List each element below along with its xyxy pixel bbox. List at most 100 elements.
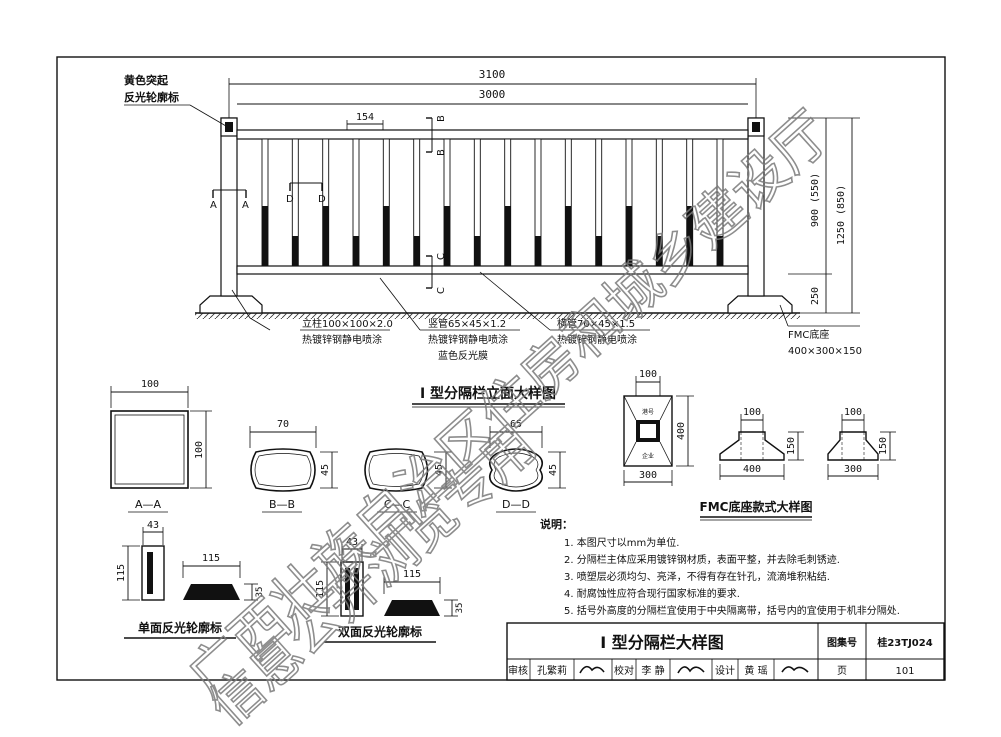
reflective-film xyxy=(262,206,268,266)
reflective-film xyxy=(504,206,511,266)
reflective-film xyxy=(595,236,602,266)
drawing-title: I 型分隔栏大样图 xyxy=(600,633,724,652)
reflective-film xyxy=(292,236,299,266)
section-d-d: 65 45 D—D xyxy=(488,419,566,513)
section-a-a: 100 100 A—A xyxy=(110,379,212,513)
post-label-1: 立柱100×100×2.0 xyxy=(302,317,393,330)
svg-text:45: 45 xyxy=(434,464,445,476)
base-label-2: 400×300×150 xyxy=(788,346,862,357)
reflective-film xyxy=(626,206,632,266)
section-c-profile xyxy=(364,448,429,492)
page-number: 101 xyxy=(895,666,914,677)
section-d-label: D—D xyxy=(502,498,530,511)
dim-inner: 3000 xyxy=(479,88,506,101)
svg-text:100: 100 xyxy=(639,369,657,380)
bottom-rail xyxy=(236,265,749,275)
page-label: 页 xyxy=(837,665,847,677)
section-b-b: 70 45 B—B xyxy=(249,419,338,513)
fmc-elevation-300: 100 150 300 xyxy=(827,407,896,480)
dim-base-height: 250 xyxy=(810,287,821,305)
section-c-c: 45 C—C xyxy=(364,448,452,513)
section-a-label: A—A xyxy=(135,498,162,511)
single-reflector-caption: 单面反光轮廓标 xyxy=(138,620,222,635)
svg-text:100: 100 xyxy=(743,407,761,418)
atlas-label: 图集号 xyxy=(827,636,857,649)
svg-text:港号: 港号 xyxy=(642,408,654,416)
base-label-1: FMC底座 xyxy=(788,328,829,341)
title-block: I 型分隔栏大样图 图集号 桂23TJ024 审核 孔繁莉 校对 李 静 设计 … xyxy=(506,622,945,681)
reflective-film xyxy=(444,206,450,266)
vertical-label-1: 竖管65×45×1.2 xyxy=(428,317,506,330)
svg-text:43: 43 xyxy=(147,520,159,531)
svg-text:100: 100 xyxy=(194,441,205,459)
reflective-film xyxy=(656,236,663,266)
svg-text:100: 100 xyxy=(844,407,862,418)
svg-text:300: 300 xyxy=(639,470,657,481)
top-rail xyxy=(236,129,749,140)
section-d-profile xyxy=(488,448,544,492)
reflective-film xyxy=(383,206,390,266)
double-reflector: 43 115 115 35 双面反光轮廓标 xyxy=(315,537,465,643)
section-b-profile xyxy=(250,448,316,492)
section-marker-a: A A xyxy=(210,189,249,211)
marker-label-1: 黄色突起 xyxy=(124,73,169,87)
svg-text:300: 300 xyxy=(844,464,862,475)
left-base xyxy=(199,295,263,314)
reflective-film xyxy=(686,206,693,266)
fmc-elev2-shape xyxy=(827,431,879,461)
note-4: 4. 耐腐蚀性应符合现行国家标准的要求. xyxy=(564,587,740,600)
sheet-border xyxy=(56,56,946,681)
svg-text:400: 400 xyxy=(676,422,687,440)
marker-label-2: 反光轮廓标 xyxy=(124,90,179,104)
double-reflector-profile xyxy=(384,600,440,616)
right-base xyxy=(727,295,793,314)
vertical-label-2: 热镀锌钢静电喷涂 xyxy=(428,333,508,346)
svg-text:D: D xyxy=(286,194,294,205)
section-marker-d: D D xyxy=(286,182,326,205)
svg-text:C: C xyxy=(436,287,447,294)
checker-name: 李 静 xyxy=(641,664,664,677)
fmc-elev1-shape xyxy=(719,431,785,461)
svg-text:400: 400 xyxy=(743,464,761,475)
reviewer-name: 孔繁莉 xyxy=(537,664,567,677)
dim-total: 3100 xyxy=(479,68,506,81)
design-label: 设计 xyxy=(715,664,735,677)
reflective-film xyxy=(717,236,723,266)
reviewer-signature xyxy=(579,665,605,674)
svg-text:45: 45 xyxy=(548,464,559,476)
reflective-film xyxy=(353,236,359,266)
right-reflector-icon xyxy=(752,122,760,132)
vertical-tubes xyxy=(261,138,724,267)
single-reflector: 43 115 115 35 单面反光轮廓标 xyxy=(116,520,265,639)
elevation-caption: I 型分隔栏立面大样图 xyxy=(420,385,556,402)
check-label: 校对 xyxy=(614,664,634,677)
atlas-number: 桂23TJ024 xyxy=(876,636,932,649)
dim-spacing: 154 xyxy=(356,112,374,123)
fmc-plan: 100 港号 企业 400 300 xyxy=(623,369,694,486)
svg-text:B: B xyxy=(436,149,447,156)
svg-text:115: 115 xyxy=(403,569,421,580)
dim-rail-height: 900 (550) xyxy=(810,173,821,227)
vertical-label-3: 蓝色反光膜 xyxy=(438,349,488,362)
single-reflector-profile xyxy=(183,584,240,600)
svg-text:150: 150 xyxy=(786,437,797,455)
svg-text:70: 70 xyxy=(277,419,289,430)
section-marker-b: B B xyxy=(426,115,447,156)
fmc-elevation-400: 100 150 400 xyxy=(719,407,804,480)
reflective-film xyxy=(535,236,541,266)
svg-text:35: 35 xyxy=(255,587,265,598)
reflective-film xyxy=(413,236,420,266)
reflective-film xyxy=(474,236,481,266)
svg-text:100: 100 xyxy=(141,379,159,390)
svg-text:65: 65 xyxy=(510,419,522,430)
notes: 说明： 1. 本图尺寸以mm为单位. 2. 分隔栏主体应采用镀锌钢材质，表面平整… xyxy=(540,517,900,617)
notes-title: 说明： xyxy=(540,517,573,531)
svg-text:115: 115 xyxy=(315,580,326,598)
rail-label-2: 热镀锌钢静电喷涂 xyxy=(557,333,637,346)
note-3: 3. 喷塑层必须均匀、亮泽，不得有存在针孔，流滴堆积粘结. xyxy=(564,570,830,583)
designer-signature xyxy=(781,666,809,673)
reflective-film xyxy=(565,206,572,266)
note-1: 1. 本图尺寸以mm为单位. xyxy=(564,536,679,549)
section-marker-c: C C xyxy=(426,253,447,294)
post-label-2: 热镀锌钢静电喷涂 xyxy=(302,333,382,346)
